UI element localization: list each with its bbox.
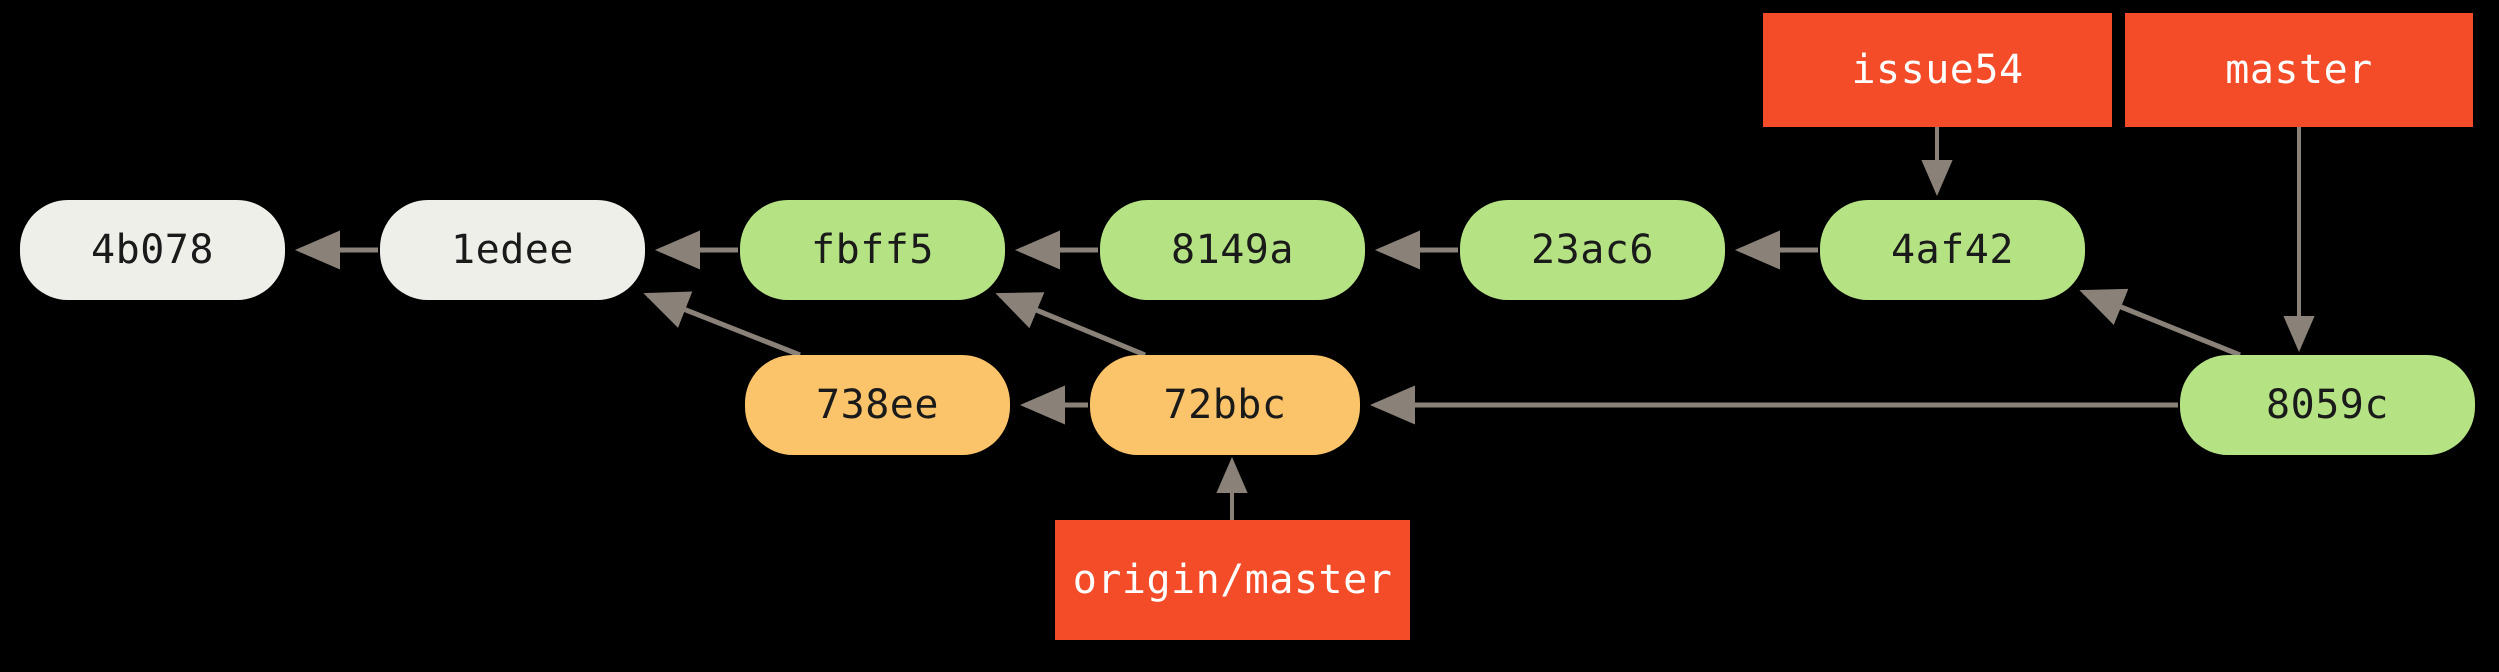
commit-label: 738ee <box>816 382 939 428</box>
commit-label: 8059c <box>2266 382 2389 428</box>
commit-node-72bbc[interactable]: 72bbc <box>1090 355 1360 455</box>
branch-label-text: origin/master <box>1072 557 1393 603</box>
commit-node-4af42[interactable]: 4af42 <box>1820 200 2085 300</box>
commit-label: 72bbc <box>1163 382 1287 428</box>
commit-node-23ac6[interactable]: 23ac6 <box>1460 200 1725 300</box>
commit-label: 23ac6 <box>1531 227 1654 273</box>
branch-label-text: master <box>2225 47 2373 93</box>
commit-node-4b078[interactable]: 4b078 <box>20 200 285 300</box>
commit-node-8059c[interactable]: 8059c <box>2180 355 2475 455</box>
edge-8059c-to-4af42 <box>2079 288 2241 358</box>
commit-node-1edee[interactable]: 1edee <box>380 200 645 300</box>
edge-72bbc-to-fbff5 <box>995 292 1146 358</box>
commit-label: 8149a <box>1171 227 1294 273</box>
edge-738ee-to-1edee <box>643 291 801 358</box>
branch-label-text: issue54 <box>1851 47 2024 93</box>
commit-node-fbff5[interactable]: fbff5 <box>740 200 1005 300</box>
branch-label-issue54[interactable]: issue54 <box>1763 13 2112 127</box>
branch-label-master[interactable]: master <box>2125 13 2473 127</box>
branch-label-origin-master[interactable]: origin/master <box>1055 520 1410 640</box>
commit-label: fbff5 <box>811 227 934 273</box>
commit-label: 4b078 <box>91 227 214 273</box>
commit-label: 4af42 <box>1891 227 2014 273</box>
commit-label: 1edee <box>451 227 574 273</box>
commit-node-8149a[interactable]: 8149a <box>1100 200 1365 300</box>
commit-node-738ee[interactable]: 738ee <box>745 355 1010 455</box>
